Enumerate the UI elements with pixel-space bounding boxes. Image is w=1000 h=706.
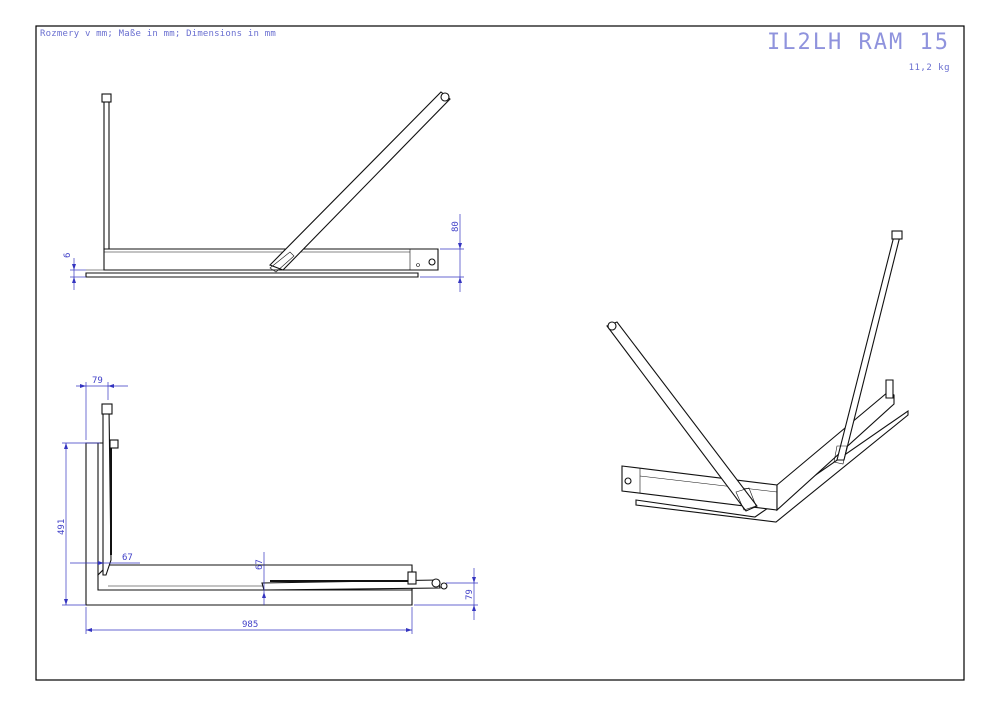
product-weight: 11,2 kg <box>908 63 950 73</box>
iso-right-bracket <box>885 379 894 399</box>
side-strut-eye <box>440 92 450 102</box>
top-strut-head <box>101 403 113 415</box>
iso-left-bolt <box>624 477 632 485</box>
side-diagonal-strut <box>269 91 451 271</box>
units-note: Rozmery v mm; Maße in mm; Dimensions in … <box>40 29 276 39</box>
top-left-strut <box>102 407 112 576</box>
top-right-bolt <box>407 571 417 585</box>
dim-top-67-b <box>262 552 266 605</box>
dim-side-80-label: 80 <box>451 221 461 232</box>
side-vertical-post <box>103 99 110 250</box>
dim-top-79-height <box>414 568 478 620</box>
product-title: IL2LH RAM 15 <box>767 30 950 55</box>
side-channel <box>103 248 439 271</box>
top-view: 79 491 67 67 <box>57 376 478 634</box>
drawing-frame <box>35 25 965 681</box>
dim-side-6 <box>70 258 86 290</box>
side-view: 6 80 <box>63 91 464 292</box>
iso-left-strut-eye <box>607 321 617 331</box>
dim-side-6-label: 6 <box>63 253 73 258</box>
side-base-plate <box>85 272 419 278</box>
iso-base-plate <box>635 409 909 523</box>
dim-top-491-label: 491 <box>57 519 67 535</box>
dim-top-67-b-label: 67 <box>255 559 265 570</box>
dim-top-985 <box>85 607 413 634</box>
dim-top-79-height-label: 79 <box>465 589 475 600</box>
dim-top-67-a-label: 67 <box>122 553 133 563</box>
dim-top-67-a <box>70 561 140 565</box>
side-post-head <box>101 93 112 103</box>
iso-right-channel <box>776 391 895 512</box>
top-bracket <box>109 439 119 449</box>
side-mount-bolt <box>428 258 436 266</box>
iso-right-strut-head <box>891 230 903 240</box>
top-strut-eye <box>431 578 441 588</box>
dim-side-80 <box>420 214 464 292</box>
dim-top-491 <box>62 442 100 606</box>
dim-top-79-width-label: 79 <box>92 376 103 386</box>
dim-top-985-label: 985 <box>242 620 258 630</box>
dim-top-79-width <box>76 382 128 440</box>
isometric-view <box>606 230 909 523</box>
